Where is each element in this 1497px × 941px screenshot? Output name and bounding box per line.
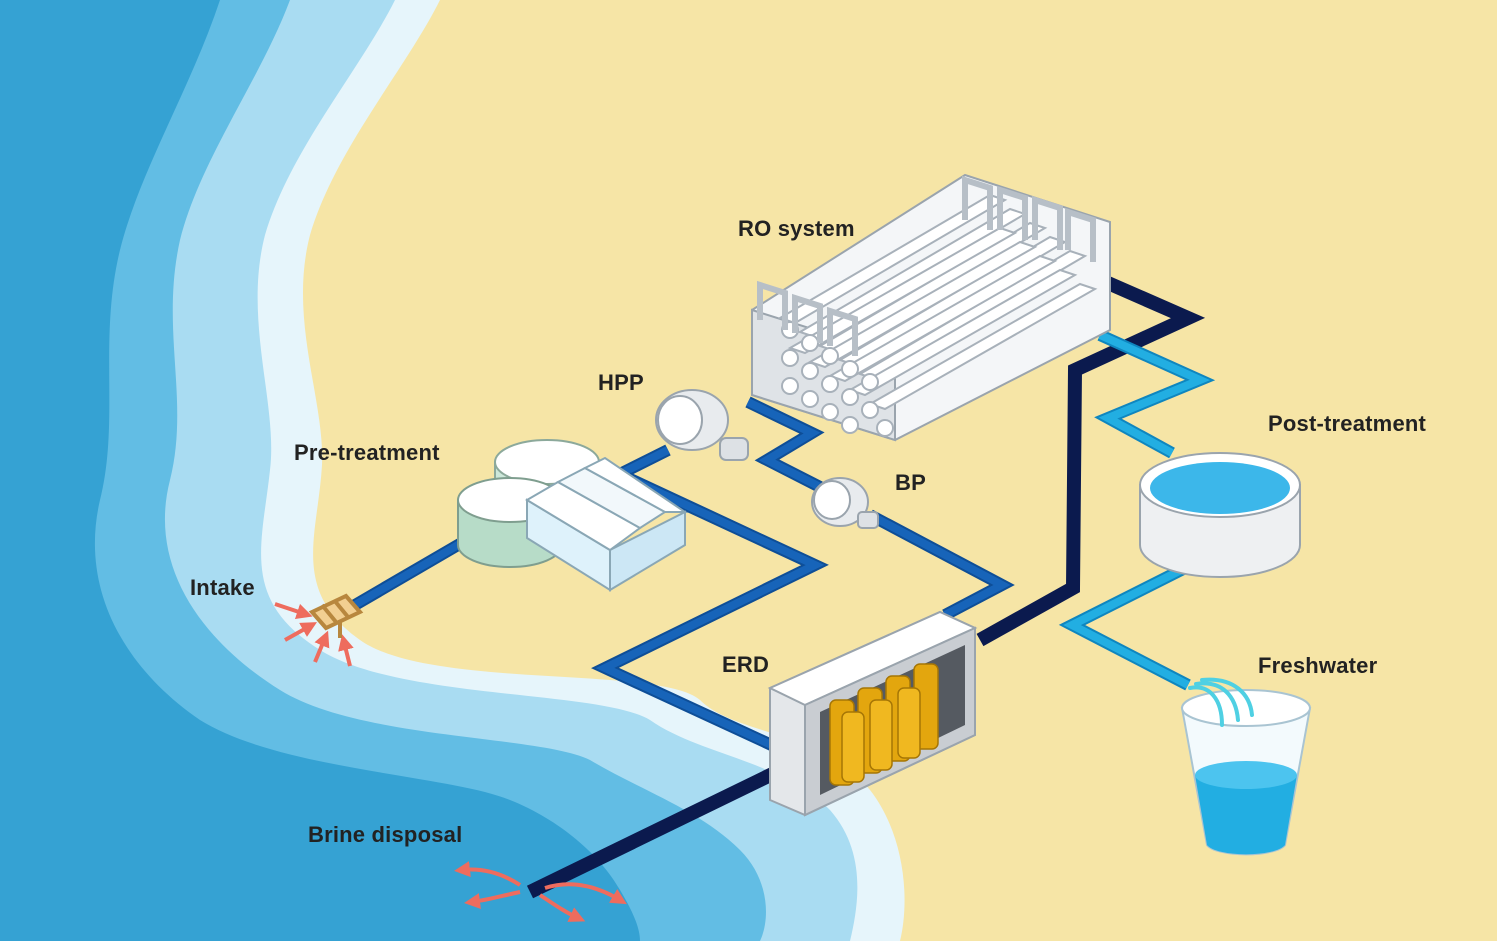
intake-flow-arrows bbox=[274, 602, 354, 667]
erd-to-sea-brine-pipe bbox=[526, 757, 797, 899]
pre-treatment-plant bbox=[457, 439, 689, 592]
ro-headers bbox=[757, 175, 1096, 356]
ro-to-erd-brine-pipe bbox=[976, 276, 1206, 647]
filter-buildings bbox=[525, 456, 689, 592]
intake-structure bbox=[274, 593, 364, 667]
seawater-pipes bbox=[351, 396, 1015, 754]
booster-pump bbox=[811, 477, 879, 529]
sea-deep bbox=[0, 0, 640, 941]
erd-pressure-vessels bbox=[829, 663, 939, 786]
label-post-treatment: Post-treatment bbox=[1268, 411, 1427, 436]
label-ro-system: RO system bbox=[738, 216, 855, 241]
brine-pipes bbox=[526, 276, 1206, 899]
ro-membrane-tubes bbox=[777, 193, 1098, 411]
label-brine-disposal: Brine disposal bbox=[308, 822, 463, 847]
post-treatment-tank bbox=[1139, 452, 1301, 578]
sea-mid bbox=[0, 0, 766, 941]
label-pre-treatment: Pre-treatment bbox=[294, 440, 440, 465]
ro-end-caps bbox=[781, 321, 894, 437]
energy-recovery-device bbox=[767, 610, 978, 817]
brine-outfall-arrows bbox=[454, 861, 627, 922]
intake-screen bbox=[308, 593, 364, 638]
label-intake: Intake bbox=[190, 575, 255, 600]
label-erd: ERD bbox=[722, 652, 770, 677]
label-hpp: HPP bbox=[598, 370, 644, 395]
label-freshwater: Freshwater bbox=[1258, 653, 1378, 678]
water-stream bbox=[1188, 677, 1254, 727]
freshwater-glass bbox=[1180, 677, 1312, 856]
treated-water-surface bbox=[1150, 462, 1290, 514]
label-bp: BP bbox=[895, 470, 926, 495]
ro-system bbox=[751, 173, 1111, 442]
high-pressure-pump bbox=[655, 389, 749, 461]
freshwater-pipes bbox=[1058, 329, 1218, 691]
